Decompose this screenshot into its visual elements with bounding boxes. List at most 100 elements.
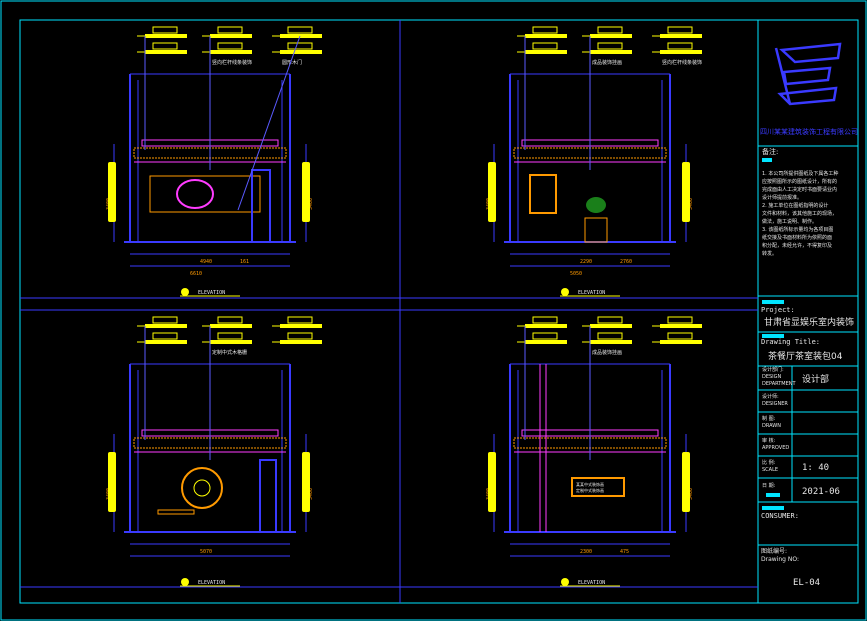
elevation-marker-icon xyxy=(561,288,569,296)
callout-bar xyxy=(660,50,702,54)
elevation-tr: 34003400229050502760成品装饰挂画竖向栏杆线条装饰ELEVAT… xyxy=(486,26,702,297)
dim-bottom-label: 5070 xyxy=(200,549,212,555)
elevation-title: ELEVATION xyxy=(578,290,605,296)
callout-bar xyxy=(280,50,322,54)
drawing-title-label: Drawing Title: xyxy=(761,338,821,346)
elevation-bl: 340034005070定制中式木格栅ELEVATION xyxy=(106,316,322,587)
elevation-views: 3400340049406610161竖向栏杆线条装饰圆形木门ELEVATION… xyxy=(106,26,702,587)
callout-bar xyxy=(660,34,702,38)
dim-bottom-label: 2290 xyxy=(580,259,592,265)
door-frame xyxy=(251,169,271,243)
callout-box xyxy=(287,332,313,340)
dim-seg-label: 161 xyxy=(240,259,249,265)
callout-bar xyxy=(590,324,632,328)
side-light-left xyxy=(108,162,116,222)
callout-box xyxy=(152,316,178,324)
callout-bar xyxy=(280,34,322,38)
drawing-no-label: 图纸编号: Drawing NO: xyxy=(761,548,799,564)
callout-bar xyxy=(145,34,187,38)
design-dept-label: 设计部门: DESIGN DEPARTMENT xyxy=(762,367,796,387)
callout-box xyxy=(152,26,178,34)
dim-bottom-label-2: 5050 xyxy=(570,271,582,277)
callout-bar xyxy=(525,50,567,54)
callout-box xyxy=(152,42,178,50)
consumer-label: CONSUMER: xyxy=(761,512,799,520)
callout-box xyxy=(532,26,558,34)
side-light-right xyxy=(302,162,310,222)
callout-text: 定制中式木格栅 xyxy=(212,349,247,356)
callout-bar xyxy=(145,340,187,344)
elevation-br: 340034002300475成品装饰挂画ELEVATION某某中式装饰画定制中… xyxy=(486,316,702,587)
callout-box xyxy=(217,26,243,34)
callout-bar xyxy=(590,50,632,54)
decor-panel xyxy=(571,477,625,497)
tea-table xyxy=(157,509,195,515)
side-light-left xyxy=(488,452,496,512)
dim-bottom-label: 4940 xyxy=(200,259,212,265)
callout-box xyxy=(597,26,623,34)
elevation-title: ELEVATION xyxy=(198,580,225,586)
callout-box xyxy=(217,42,243,50)
callout-box xyxy=(667,332,693,340)
dim-right-label: 3400 xyxy=(308,488,314,500)
elevation-title: ELEVATION xyxy=(578,580,605,586)
callout-bar xyxy=(525,324,567,328)
callout-text: 竖向栏杆线条装饰 xyxy=(212,59,252,66)
callout-bar xyxy=(280,324,322,328)
dim-right-label: 3400 xyxy=(688,488,694,500)
callout-bar xyxy=(210,50,252,54)
side-light-left xyxy=(488,162,496,222)
callout-bar xyxy=(210,340,252,344)
moon-gate xyxy=(176,179,214,209)
callout-bar xyxy=(590,34,632,38)
decor-panel-text: 定制中式装饰画 xyxy=(576,487,604,493)
callout-box xyxy=(287,26,313,34)
callout-bar xyxy=(525,340,567,344)
elevation-tl: 3400340049406610161竖向栏杆线条装饰圆形木门ELEVATION xyxy=(106,26,322,297)
dim-right-label: 3400 xyxy=(308,198,314,210)
callout-box xyxy=(597,42,623,50)
date-label: 日 期: xyxy=(762,483,776,489)
callout-box xyxy=(217,332,243,340)
general-notes: 1. 本公司所提供图纸及下属各工种 应按照图所示的图纸设计，所有的 完成面由人工… xyxy=(762,171,839,257)
bonsai-plant xyxy=(586,197,606,213)
callout-bar xyxy=(145,324,187,328)
approved-label: 审 核: APPROVED xyxy=(762,438,790,451)
hanging-painting xyxy=(529,174,557,214)
design-dept-value: 设计部 xyxy=(802,375,830,385)
callout-bar xyxy=(525,34,567,38)
dim-bottom-label: 2300 xyxy=(580,549,592,555)
scale-label: 比 例: SCALE xyxy=(762,460,779,473)
round-lattice-window xyxy=(181,467,223,509)
scale-value: 1: 40 xyxy=(802,463,830,473)
dim-seg-label: 475 xyxy=(620,549,629,555)
dim-seg-label: 2760 xyxy=(620,259,632,265)
inner-frame xyxy=(19,19,859,604)
project-label: Project: xyxy=(761,306,795,314)
drawing-title: 茶餐厅茶室装包04 xyxy=(768,352,843,362)
side-light-left xyxy=(108,452,116,512)
callout-box xyxy=(667,316,693,324)
round-window-core xyxy=(193,479,211,497)
callout-box xyxy=(597,316,623,324)
elevation-marker-icon xyxy=(181,578,189,586)
company-name: 四川某某建筑装饰工程有限公司 xyxy=(760,128,858,136)
callout-text: 圆形木门 xyxy=(282,59,302,66)
callout-box xyxy=(597,332,623,340)
callout-box xyxy=(532,316,558,324)
decor-panel-text: 某某中式装饰画 xyxy=(576,481,604,487)
project-name: 甘肃省显娱乐室内装饰 xyxy=(764,318,855,328)
callout-bar xyxy=(590,340,632,344)
elevation-marker-icon xyxy=(181,288,189,296)
side-light-right xyxy=(682,452,690,512)
callout-box xyxy=(532,42,558,50)
callout-bar xyxy=(280,340,322,344)
callout-box xyxy=(532,332,558,340)
titleblock xyxy=(758,42,858,546)
callout-bar xyxy=(210,34,252,38)
elevation-marker-icon xyxy=(561,578,569,586)
drawn-label: 制 图: DRAWN xyxy=(762,416,781,429)
callout-bar xyxy=(660,324,702,328)
dim-right-label: 3400 xyxy=(688,198,694,210)
